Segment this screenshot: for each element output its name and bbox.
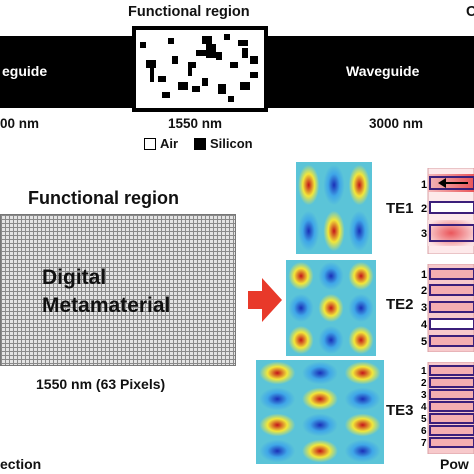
mode-te1-lobes bbox=[298, 164, 370, 252]
port-label: 1 bbox=[421, 269, 427, 281]
mode-label-te3: TE3 bbox=[386, 402, 414, 419]
metamaterial-grid bbox=[0, 214, 236, 366]
mode-lobe bbox=[348, 261, 374, 291]
waveguide-left-bar bbox=[0, 36, 132, 108]
mode-lobe bbox=[323, 164, 345, 206]
port-label: 3 bbox=[421, 228, 427, 240]
right-bottom-partial-text: Pow bbox=[440, 456, 469, 472]
ports-panel-te3: 1 2 3 4 5 6 7 bbox=[421, 362, 474, 454]
waveguide-right-bar bbox=[268, 36, 474, 108]
port-label: 3 bbox=[421, 390, 427, 401]
legend-silicon-swatch bbox=[194, 138, 206, 150]
metamaterial-label-line1: Digital bbox=[42, 266, 107, 289]
mode-profile-te2 bbox=[286, 260, 376, 356]
grid-caption: 1550 nm (63 Pixels) bbox=[36, 376, 166, 392]
mode-lobe bbox=[288, 325, 314, 355]
mode-lobe bbox=[259, 413, 296, 437]
mode-lobe bbox=[302, 413, 338, 437]
mode-profile-te3 bbox=[256, 360, 384, 464]
waveguide-left-label: eguide bbox=[2, 63, 48, 79]
mode-lobe bbox=[318, 325, 344, 355]
right-arrow-icon bbox=[248, 278, 282, 322]
mode-label-te1: TE1 bbox=[386, 200, 414, 217]
mode-lobe bbox=[348, 210, 370, 252]
port-label: 2 bbox=[421, 203, 427, 215]
dimension-center: 1550 nm bbox=[168, 116, 223, 131]
mode-lobe bbox=[298, 164, 320, 206]
port-label: 4 bbox=[421, 319, 428, 331]
mode-lobe bbox=[259, 361, 296, 385]
mode-lobe bbox=[318, 293, 344, 323]
mode-lobe bbox=[302, 439, 338, 463]
port-label: 5 bbox=[421, 414, 427, 425]
mode-lobe bbox=[348, 325, 374, 355]
mode-lobe bbox=[344, 361, 381, 385]
port-label: 1 bbox=[421, 179, 427, 191]
mode-lobe bbox=[259, 387, 296, 411]
mode-lobe bbox=[288, 261, 314, 291]
legend-silicon-label: Silicon bbox=[210, 136, 253, 151]
mode-profile-te1 bbox=[296, 162, 372, 254]
mode-lobe bbox=[348, 164, 370, 206]
metamaterial-label-line2: Metamaterial bbox=[42, 294, 171, 317]
mode-te3-lobes bbox=[259, 361, 381, 463]
legend-air-label: Air bbox=[160, 136, 179, 151]
waveguide-right-label: Waveguide bbox=[346, 63, 420, 79]
ports-panel-te1: 1 2 3 bbox=[421, 168, 474, 254]
mode-lobe bbox=[344, 413, 381, 437]
functional-region-pattern bbox=[132, 26, 268, 112]
mode-label-te2: TE2 bbox=[386, 296, 414, 313]
left-bottom-partial-text: ection bbox=[0, 456, 42, 472]
port-label: 6 bbox=[421, 426, 427, 437]
ports-panel-te2: 1 2 3 4 5 bbox=[421, 264, 474, 352]
left-panel-title: Functional region bbox=[28, 188, 179, 208]
port-label: 5 bbox=[421, 336, 427, 348]
dimension-right: 3000 nm bbox=[369, 116, 424, 131]
mode-lobe bbox=[344, 439, 381, 463]
dimension-left: 00 nm bbox=[0, 116, 40, 131]
port-label: 2 bbox=[421, 378, 427, 389]
port-label: 2 bbox=[421, 285, 427, 297]
mode-te2-lobes bbox=[288, 261, 374, 355]
corner-partial-text: C bbox=[466, 4, 474, 20]
mode-lobe bbox=[302, 387, 338, 411]
mode-lobe bbox=[318, 261, 344, 291]
port-label: 1 bbox=[421, 366, 427, 377]
mode-lobe bbox=[259, 439, 296, 463]
mode-lobe bbox=[323, 210, 345, 252]
mode-lobe bbox=[298, 210, 320, 252]
port-label: 4 bbox=[421, 402, 427, 413]
port-label: 7 bbox=[421, 438, 427, 449]
mode-lobe bbox=[344, 387, 381, 411]
mode-lobe bbox=[348, 293, 374, 323]
mode-lobe bbox=[302, 361, 338, 385]
top-title: Functional region bbox=[128, 4, 250, 20]
legend-air-swatch bbox=[144, 138, 156, 150]
mode-lobe bbox=[288, 293, 314, 323]
port-label: 3 bbox=[421, 302, 427, 314]
